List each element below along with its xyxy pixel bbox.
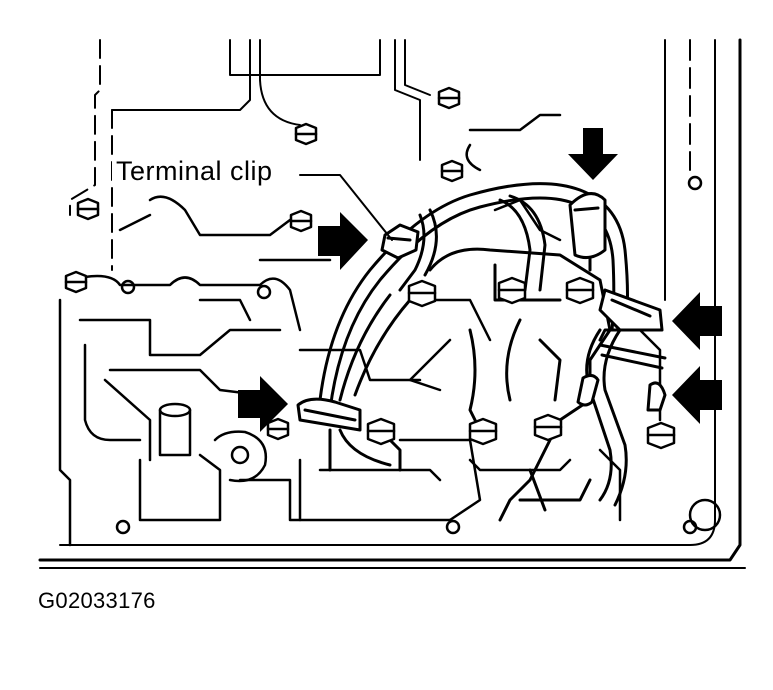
figure-code: G02033176 xyxy=(38,588,156,613)
bolt-icon xyxy=(533,413,563,442)
spool-valve xyxy=(138,402,482,522)
bolt-icon xyxy=(468,417,498,446)
housing-frame xyxy=(38,38,746,569)
bolt-icon xyxy=(294,122,318,146)
bolt-icon xyxy=(407,279,437,308)
bolt-icon xyxy=(440,159,464,183)
bolt-icon xyxy=(64,270,88,294)
bolt-icon xyxy=(366,417,396,446)
bolts xyxy=(64,86,676,450)
bolt-icon xyxy=(497,276,527,305)
connectors xyxy=(296,192,667,432)
arrow-icon xyxy=(672,292,722,350)
arrow-icon xyxy=(568,128,618,180)
bolt-icon xyxy=(437,86,461,110)
bolt-icon xyxy=(646,421,676,450)
arrow-icon xyxy=(672,366,722,424)
solenoid-block xyxy=(428,247,612,522)
arrow-icon xyxy=(238,376,288,432)
arrow-icon xyxy=(318,212,368,270)
wiring-harness xyxy=(318,182,667,507)
bolt-icon xyxy=(289,209,313,233)
bolt-icon xyxy=(565,276,595,305)
mounting-holes xyxy=(115,175,722,535)
bolt-icon xyxy=(266,417,290,441)
callout-leader xyxy=(299,174,393,241)
bolt-icon xyxy=(76,197,100,221)
pointer-arrows xyxy=(238,128,722,432)
terminal-clip-label: Terminal clip xyxy=(112,156,277,187)
valve-body-casting xyxy=(58,113,662,547)
